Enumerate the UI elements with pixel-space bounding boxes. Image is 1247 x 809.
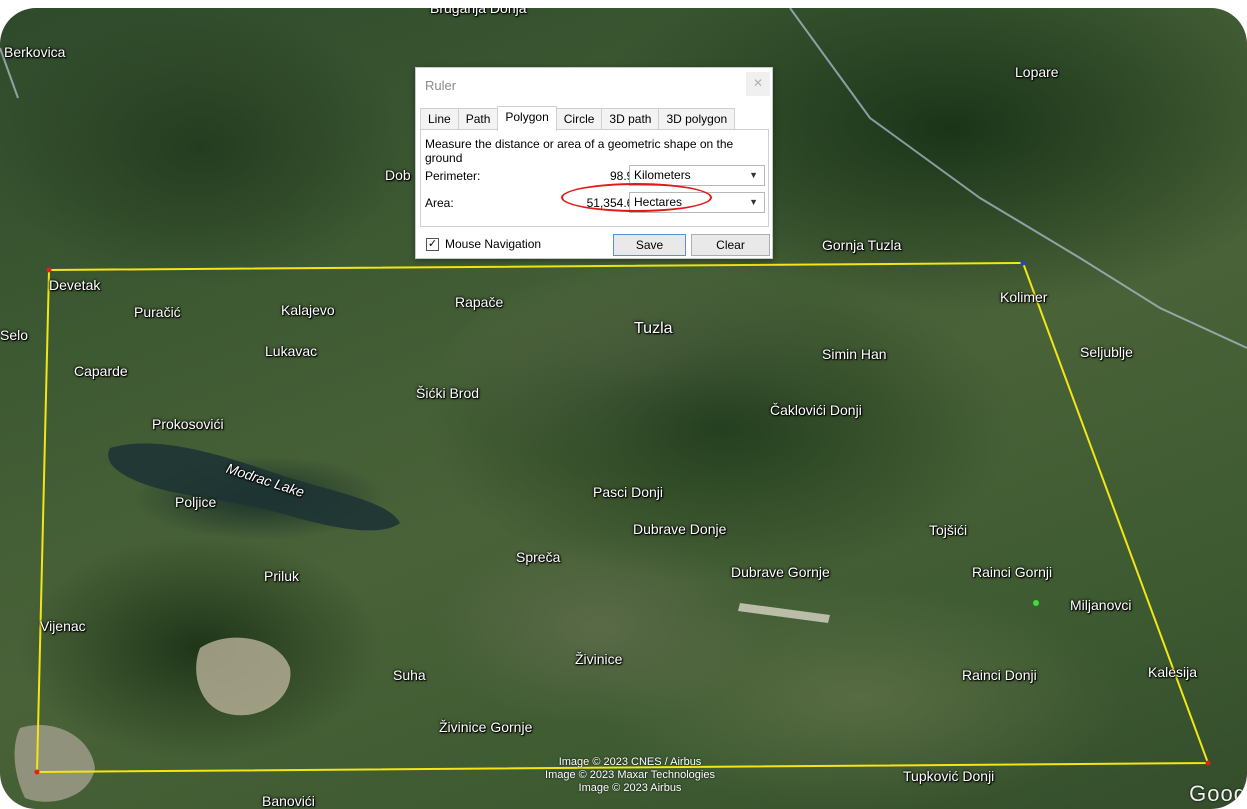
- place-label: Priluk: [264, 568, 300, 584]
- place-label: Seljublje: [1080, 344, 1133, 360]
- place-label: Šićki Brod: [416, 385, 480, 401]
- polygon-vertex-active[interactable]: [1020, 260, 1026, 266]
- place-label: Rainci Donji: [962, 667, 1037, 683]
- place-label: Simin Han: [822, 346, 887, 362]
- place-label: Tupković Donji: [903, 768, 995, 784]
- polygon-vertex[interactable]: [34, 769, 40, 775]
- tab-path[interactable]: Path: [457, 108, 499, 131]
- border-line: [789, 8, 1247, 349]
- attribution-line: Image © 2023 CNES / Airbus: [558, 756, 702, 768]
- runway: [738, 603, 830, 623]
- place-label: Selo: [0, 327, 29, 343]
- place-label: Prokosovići: [152, 416, 224, 432]
- perimeter-unit-select[interactable]: Kilometers ▼: [629, 165, 765, 186]
- area-highlight-ellipse: [561, 183, 712, 212]
- place-label: Rapače: [455, 294, 504, 310]
- tab-3d-polygon[interactable]: 3D polygon: [658, 108, 736, 131]
- border-line: [0, 47, 19, 99]
- place-label: Čaklovići Donji: [770, 402, 862, 418]
- polygon-vertex[interactable]: [46, 267, 52, 273]
- place-label: Gornja Tuzla: [822, 237, 902, 253]
- tab-circle[interactable]: Circle: [555, 108, 603, 131]
- place-label: Pasci Donji: [593, 484, 664, 500]
- ruler-tabs: Line Path Polygon Circle 3D path 3D poly…: [420, 106, 736, 131]
- tab-3d-path[interactable]: 3D path: [601, 108, 660, 131]
- polygon-vertex[interactable]: [1205, 760, 1211, 766]
- save-button[interactable]: Save: [613, 234, 686, 256]
- ruler-dialog[interactable]: Ruler ✕ Line Path Polygon Circle 3D path…: [415, 67, 773, 259]
- place-label: Živinice: [575, 651, 623, 667]
- placemark-dot[interactable]: [1033, 600, 1039, 606]
- place-label: Kolimer: [1000, 289, 1048, 305]
- place-label: Suha: [393, 667, 426, 683]
- tab-line[interactable]: Line: [420, 108, 459, 131]
- place-label: Berkovica: [4, 44, 66, 60]
- place-label: Lukavac: [265, 343, 318, 359]
- chevron-down-icon: ▼: [749, 170, 758, 180]
- close-icon[interactable]: ✕: [746, 72, 770, 96]
- place-label: Lopare: [1015, 64, 1059, 80]
- quarry-area: [14, 724, 96, 802]
- place-label: Tuzla: [634, 320, 673, 337]
- google-logo: Goog: [1189, 781, 1247, 806]
- polygon-panel: Measure the distance or area of a geomet…: [420, 129, 769, 227]
- place-label: Poljice: [175, 494, 217, 510]
- area-label: Area:: [425, 196, 454, 210]
- tab-polygon[interactable]: Polygon: [497, 106, 557, 131]
- clear-button[interactable]: Clear: [691, 234, 770, 256]
- place-label: Bruganja Donja: [430, 8, 527, 16]
- place-label: Rainci Gornji: [972, 564, 1053, 580]
- imagery-attribution: Image © 2023 CNES / Airbus Image © 2023 …: [530, 756, 730, 795]
- place-label: Spreča: [516, 549, 561, 565]
- chevron-down-icon: ▼: [749, 197, 758, 207]
- attribution-line: Image © 2023 Maxar Technologies: [545, 769, 715, 781]
- ruler-title: Ruler: [425, 78, 457, 93]
- place-label: Miljanovci: [1070, 597, 1132, 613]
- quarry-area: [196, 637, 291, 716]
- mouse-navigation-label[interactable]: Mouse Navigation: [445, 237, 542, 251]
- place-label: Kalajevo: [281, 302, 335, 318]
- perimeter-label: Perimeter:: [425, 169, 481, 183]
- modrac-lake-water: [108, 443, 401, 531]
- place-label: Tojšići: [929, 522, 968, 538]
- place-label: Dob: [385, 167, 411, 183]
- place-label: Kalesija: [1148, 664, 1198, 680]
- mouse-navigation-checkbox[interactable]: ✓: [426, 238, 439, 251]
- ruler-footer: ✓ Mouse Navigation Save Clear: [426, 234, 770, 258]
- place-label: Vijenac: [40, 618, 86, 634]
- place-label: Devetak: [49, 277, 101, 293]
- place-label: Dubrave Gornje: [731, 564, 830, 580]
- perimeter-unit-value: Kilometers: [634, 168, 691, 182]
- ruler-description: Measure the distance or area of a geomet…: [425, 137, 734, 165]
- place-label: Banovići: [262, 793, 315, 809]
- map-overlay: [0, 8, 1247, 802]
- attribution-line: Image © 2023 Airbus: [578, 782, 682, 794]
- place-label: Puračić: [134, 304, 181, 320]
- place-label: Caparde: [74, 363, 128, 379]
- ruler-titlebar[interactable]: Ruler ✕: [416, 68, 772, 102]
- place-label: Živinice Gornje: [439, 719, 533, 735]
- place-label: Dubrave Donje: [633, 521, 727, 537]
